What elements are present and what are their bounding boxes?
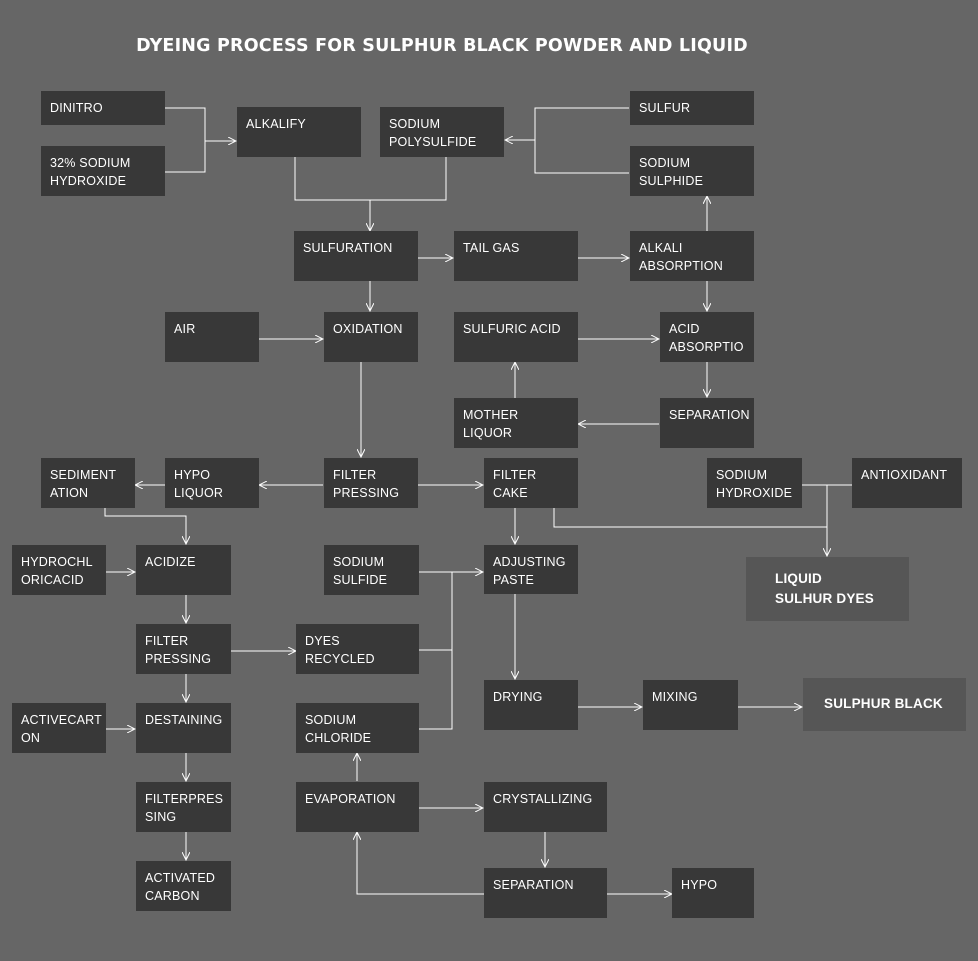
- node-sodium-chloride: SODIUM CHLORIDE: [296, 703, 419, 753]
- node-filterpressing-bottom: FILTERPRES SING: [136, 782, 231, 832]
- node-sulfuric-acid: SULFURIC ACID: [454, 312, 578, 362]
- node-oxidation: OXIDATION: [324, 312, 418, 362]
- node-adjusting-paste: ADJUSTING PASTE: [484, 545, 578, 594]
- edge-sulfur-polysulfide: [505, 107, 629, 140]
- edge-dinitro-alkalify: [165, 107, 236, 141]
- node-liquid-sulphur-dyes: LIQUID SULHUR DYES: [746, 557, 909, 621]
- node-evaporation: EVAPORATION: [296, 782, 419, 832]
- edge-sulphide-polysulfide: [534, 140, 629, 174]
- node-tail-gas: TAIL GAS: [454, 231, 578, 281]
- node-separation-bottom: SEPARATION: [484, 868, 607, 918]
- edge-dyesrecycled-adjusting: [419, 572, 453, 651]
- edge-separation-evaporation: [357, 832, 484, 895]
- node-filter-pressing-main: FILTER PRESSING: [324, 458, 418, 508]
- node-sodium-sulphide: SODIUM SULPHIDE: [630, 146, 754, 196]
- node-filter-pressing-left: FILTER PRESSING: [136, 624, 231, 674]
- node-mixing: MIXING: [643, 680, 738, 730]
- node-dinitro: DINITRO: [41, 91, 165, 125]
- node-active-carbon-input: ACTIVECART ON: [12, 703, 106, 753]
- node-sedimentation: SEDIMENT ATION: [41, 458, 135, 508]
- node-sulfuration: SULFURATION: [294, 231, 418, 281]
- edge-sedimentation-acidize: [104, 508, 186, 544]
- node-alkalify: ALKALIFY: [237, 107, 361, 157]
- node-activated-carbon: ACTIVATED CARBON: [136, 861, 231, 911]
- node-acidize: ACIDIZE: [136, 545, 231, 595]
- node-sulphur-black: SULPHUR BLACK: [803, 678, 966, 731]
- node-air: AIR: [165, 312, 259, 362]
- node-sulfur: SULFUR: [630, 91, 754, 125]
- node-hypo-liquor: HYPO LIQUOR: [165, 458, 259, 508]
- node-separation-top: SEPARATION: [660, 398, 754, 448]
- node-hydrochloric-acid: HYDROCHL ORICACID: [12, 545, 106, 595]
- node-sodium-sulfide: SODIUM SULFIDE: [324, 545, 419, 595]
- node-antioxidant: ANTIOXIDANT: [852, 458, 962, 508]
- edge-sodiumchloride-adjusting: [419, 650, 453, 730]
- edge-naoh-liquid: [802, 484, 828, 527]
- edge-filtercake-liquid: [553, 508, 827, 556]
- node-acid-absorption: ACID ABSORPTIO: [660, 312, 754, 362]
- node-sodium-hydroxide: SODIUM HYDROXIDE: [707, 458, 802, 508]
- node-sodium-polysulfide: SODIUM POLYSULFIDE: [380, 107, 504, 157]
- node-sodium-hydroxide-32: 32% SODIUM HYDROXIDE: [41, 146, 165, 196]
- node-destaining: DESTAINING: [136, 703, 231, 753]
- node-hypo: HYPO: [672, 868, 754, 918]
- node-crystallizing: CRYSTALLIZING: [484, 782, 607, 832]
- edge-naoh32-alkalify: [165, 141, 206, 173]
- diagram-title: DYEING PROCESS FOR SULPHUR BLACK POWDER …: [136, 36, 748, 56]
- edge-alkalify-sulfuration: [294, 157, 370, 231]
- node-dyes-recycled: DYES RECYCLED: [296, 624, 419, 674]
- edge-polysulfide-sulfuration: [370, 157, 447, 201]
- node-mother-liquor: MOTHER LIQUOR: [454, 398, 578, 448]
- node-filter-cake: FILTER CAKE: [484, 458, 578, 508]
- node-alkali-absorption: ALKALI ABSORPTION: [630, 231, 754, 281]
- node-drying: DRYING: [484, 680, 578, 730]
